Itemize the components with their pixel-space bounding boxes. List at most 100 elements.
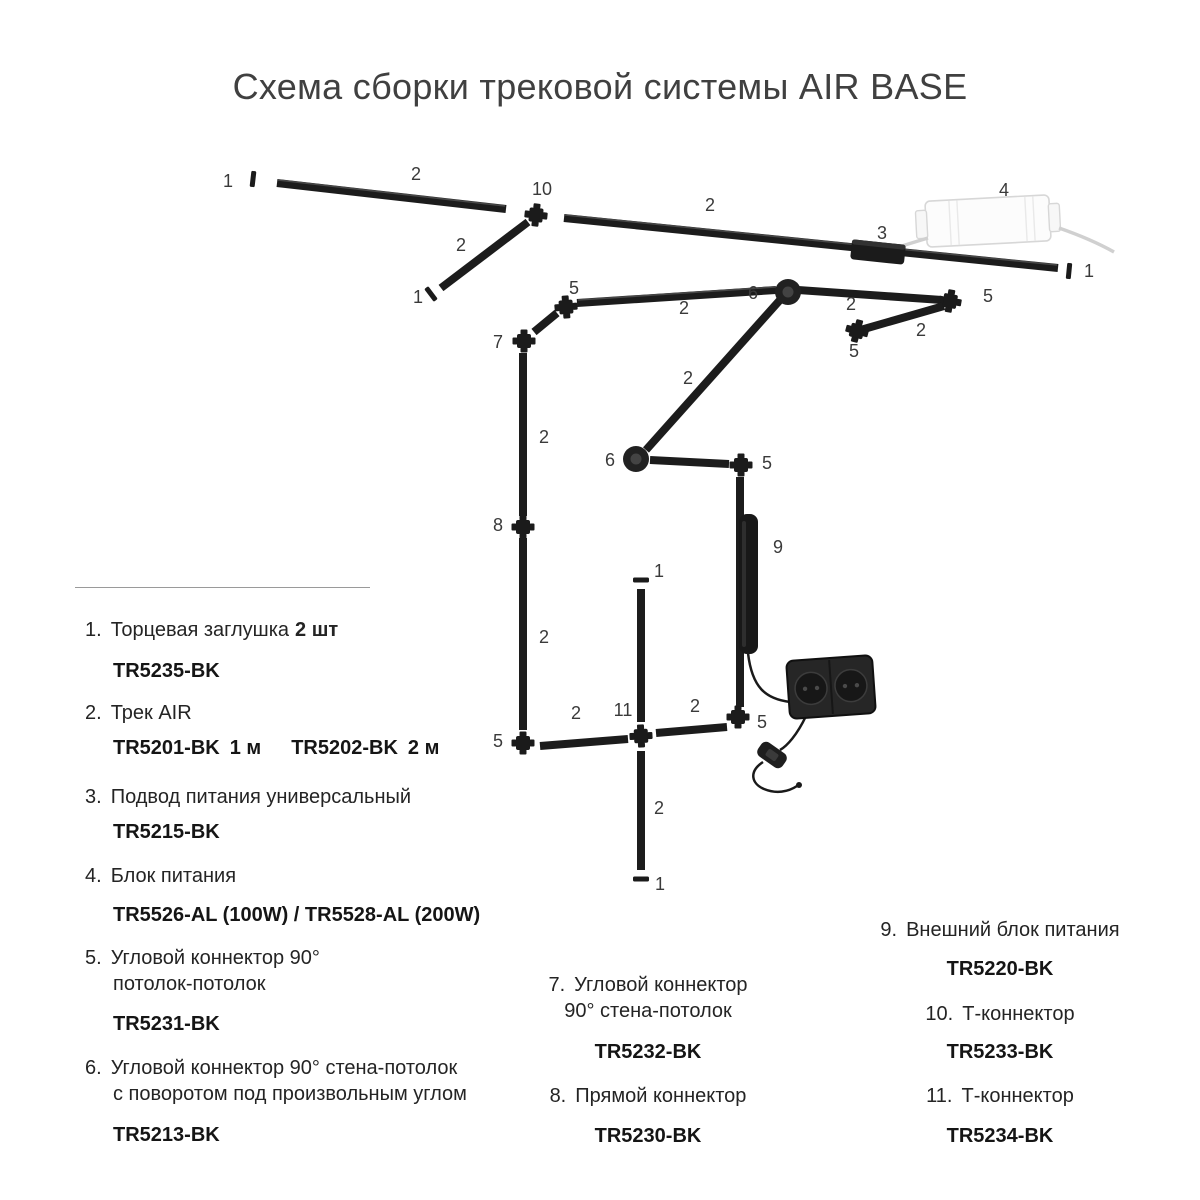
callout-label: 11 (614, 700, 633, 720)
callout-label: 1 (654, 561, 664, 581)
callout-label: 10 (532, 179, 552, 199)
legend-item-8: 8.Прямой коннектор (500, 1086, 796, 1107)
legend-item-name: Т-коннектор (962, 1003, 1075, 1025)
legend-item-number: 5. (85, 947, 102, 969)
legend-item-code: TR5201-BK (113, 737, 220, 759)
legend-item-11-code: TR5234-BK (946, 1125, 1054, 1147)
callout-label: 2 (916, 320, 926, 340)
callout-label: 1 (223, 171, 233, 191)
legend-item-name: Блок питания (110, 865, 237, 887)
legend-item-number: 1. (85, 619, 102, 641)
track-segment (438, 218, 531, 292)
legend-item-number: 7. (548, 974, 566, 996)
legend-item-5-name2: потолок-потолок (113, 973, 266, 995)
inline-switch-icon (757, 741, 787, 769)
legend-item-qty: 2 шт (295, 619, 339, 641)
callout-label: 5 (762, 453, 772, 473)
legend-item-1-code: TR5235-BK (113, 660, 220, 682)
callout-label: 2 (846, 294, 856, 314)
corner-connector-icon (729, 453, 753, 477)
legend-item-name: Угловой коннектор 90° (110, 947, 320, 969)
callout-label: 8 (493, 515, 503, 535)
legend-item-6: 6.Угловой коннектор 90° стена-потолок (85, 1058, 457, 1079)
end-cap-icon (633, 577, 649, 583)
callout-label: 2 (571, 703, 581, 723)
legend-item-name: Угловой коннектор (574, 974, 748, 996)
track-segment (649, 456, 730, 468)
callout-label: 1 (655, 874, 665, 894)
wall-socket-icon (785, 654, 877, 720)
end-cap-icon (424, 286, 438, 302)
legend-item-6-name2: с поворотом под произвольным углом (113, 1083, 467, 1105)
legend-item-4-code: TR5526-AL (100W) / TR5528-AL (200W) (113, 904, 481, 926)
legend-item-name: Трек AIR (110, 702, 192, 724)
legend-item-size: 2 м (407, 737, 440, 759)
callout-label: 2 (411, 164, 421, 184)
wire (1058, 226, 1115, 254)
track-segment (576, 286, 777, 307)
legend-item-name: Подвод питания универсальный (110, 786, 412, 808)
track-segment (563, 214, 1059, 272)
straight-connector-icon (511, 515, 535, 539)
rotary-joint-icon (775, 279, 801, 305)
wire (752, 760, 798, 794)
callout-label: 2 (690, 696, 700, 716)
legend-item-number: 9. (880, 919, 898, 941)
legend-item-7-name2: 90° стена-потолок (564, 1000, 732, 1022)
callout-label: 2 (679, 298, 689, 318)
wire (779, 715, 808, 752)
callout-label: 2 (705, 195, 715, 215)
legend-item-name: Торцевая заглушка (110, 619, 290, 641)
legend-item-name: Внешний блок питания (906, 919, 1120, 941)
legend-item-size: 1 м (229, 737, 262, 759)
legend-item-9: 9. Внешний блок питания (850, 920, 1150, 941)
callout-label: 5 (757, 712, 767, 732)
plug-tip-icon (796, 782, 802, 788)
wire (746, 652, 791, 704)
page-title: Схема сборки трековой системы AIR BASE (232, 66, 968, 107)
track-segment (539, 735, 629, 750)
end-cap-icon (249, 170, 257, 188)
legend-item-8-code: TR5230-BK (594, 1125, 702, 1147)
callout-label: 2 (539, 627, 549, 647)
callout-label: 2 (539, 427, 549, 447)
track-highlights (277, 179, 1058, 301)
cords-group (746, 652, 808, 794)
callout-label: 9 (773, 537, 783, 557)
callout-label: 2 (683, 368, 693, 388)
legend-item-number: 2. (85, 702, 102, 724)
callout-label: 2 (654, 798, 664, 818)
external-psu-icon (739, 514, 758, 654)
end-caps-group (249, 170, 1073, 882)
callout-label: 7 (493, 332, 503, 352)
legend-item-name: Т-коннектор (961, 1085, 1074, 1107)
track-segment (276, 179, 507, 213)
track-segment (655, 723, 728, 737)
callout-label: 2 (456, 235, 466, 255)
callout-label: 5 (983, 286, 993, 306)
t-connector-11-icon (628, 723, 654, 749)
callout-label: 1 (413, 287, 423, 307)
legend-item-5-code: TR5231-BK (113, 1013, 220, 1035)
legend-item-5: 5. Угловой коннектор 90° (85, 948, 320, 969)
legend-item-7-code: TR5232-BK (594, 1041, 702, 1063)
corner-connector-icon (511, 731, 535, 755)
legend-item-11: 11. Т-коннектор (850, 1086, 1150, 1107)
callout-label: 5 (569, 278, 579, 298)
track-segment (531, 309, 560, 336)
legend-item-number: 4. (85, 865, 102, 887)
track-segment (862, 302, 946, 333)
end-cap-icon (1065, 262, 1073, 280)
rotary-joint-icon (623, 446, 649, 472)
legend-item-number: 6. (85, 1057, 102, 1079)
end-cap-icon (633, 876, 649, 882)
legend-item-number: 11. (926, 1085, 953, 1107)
track-segment (797, 286, 943, 304)
corner-connector-icon (726, 705, 750, 729)
callout-label: 6 (605, 450, 615, 470)
legend-item-9-code: TR5220-BK (946, 958, 1054, 980)
callout-label: 6 (748, 283, 758, 303)
